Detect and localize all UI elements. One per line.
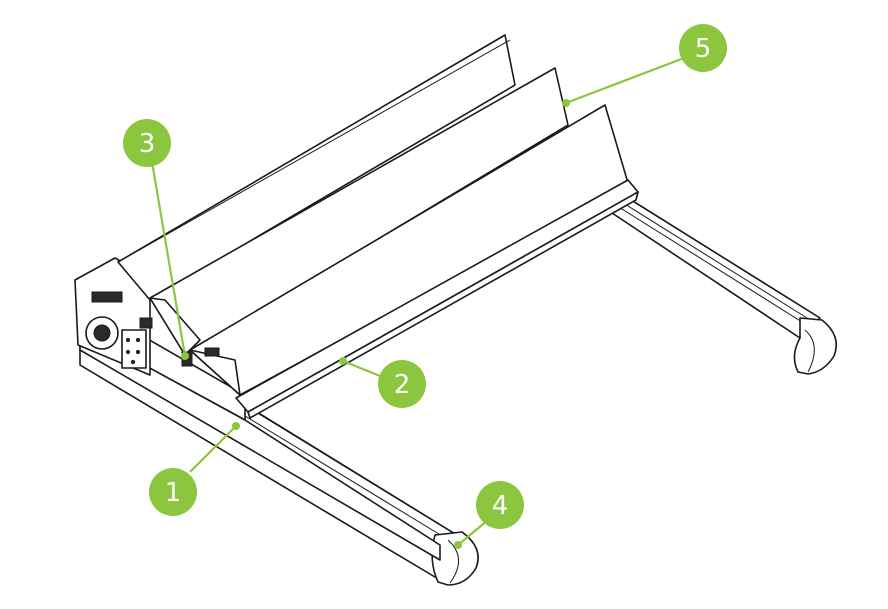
callout-2-badge	[378, 360, 426, 408]
callout-1-number: 1	[165, 478, 182, 508]
callout-1: 1	[149, 422, 240, 516]
callout-2-number: 2	[394, 370, 411, 400]
callout-3-leader	[150, 161, 187, 357]
rear-rail	[599, 197, 838, 375]
callout-2: 2	[339, 357, 426, 408]
callout-3-anchor	[181, 352, 189, 360]
callout-2-anchor	[339, 357, 347, 365]
callout-5-leader	[565, 56, 685, 105]
callout-3: 3	[123, 119, 189, 360]
callout-5-number: 5	[695, 34, 712, 64]
divider-panel-middle	[149, 67, 569, 356]
callout-4-leader	[457, 519, 489, 546]
callout-4-number: 4	[492, 491, 509, 521]
callout-4-badge	[476, 481, 524, 529]
callout-1-anchor	[232, 422, 240, 430]
callout-2-leader	[342, 359, 386, 380]
callout-3-badge	[123, 119, 171, 167]
callout-1-badge	[149, 468, 197, 516]
callout-5-badge	[679, 24, 727, 72]
divider-panel-back	[117, 34, 516, 301]
callout-1-leader	[189, 425, 237, 473]
callout-5: 5	[562, 24, 727, 107]
callout-4: 4	[454, 481, 524, 549]
divider-panel-front	[189, 104, 629, 396]
callout-4-anchor	[454, 541, 462, 549]
callout-5-anchor	[562, 99, 570, 107]
callout-3-number: 3	[139, 129, 156, 159]
